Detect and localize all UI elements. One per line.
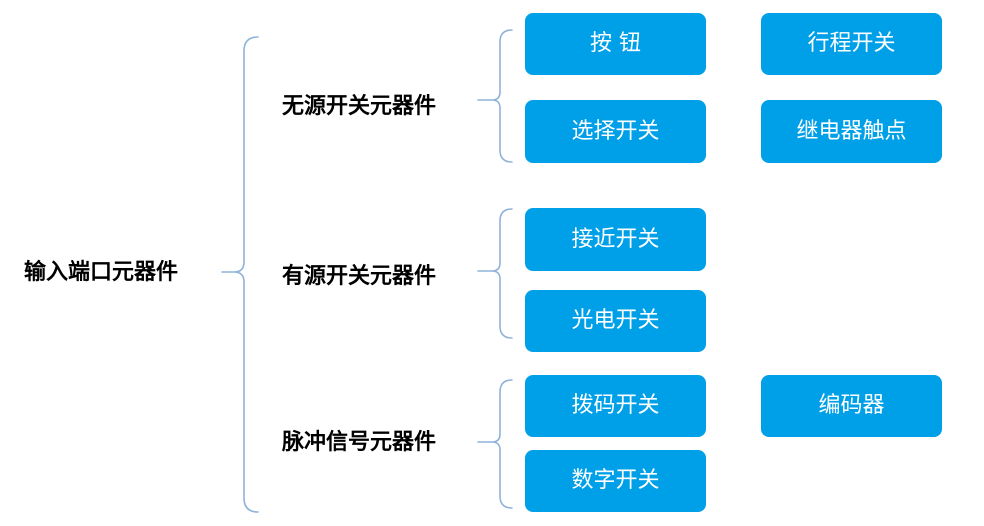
item-photoelectric-switch: 光电开关 xyxy=(525,290,706,352)
root-bracket xyxy=(221,36,259,513)
item-dip-switch: 拨码开关 xyxy=(525,375,706,437)
category-label-passive: 无源开关元器件 xyxy=(282,94,437,119)
item-relay-contact: 继电器触点 xyxy=(761,100,942,163)
cat2-bracket xyxy=(477,208,513,339)
cat3-bracket xyxy=(477,379,513,509)
cat1-bracket xyxy=(477,29,513,163)
category-label-pulse: 脉冲信号元器件 xyxy=(282,430,437,455)
item-selector-switch: 选择开关 xyxy=(525,100,706,163)
item-proximity-switch: 接近开关 xyxy=(525,208,706,271)
item-digital-switch: 数字开关 xyxy=(525,450,706,512)
item-limit-switch: 行程开关 xyxy=(761,13,942,75)
item-encoder: 编码器 xyxy=(761,375,942,437)
root-label: 输入端口元器件 xyxy=(24,260,179,285)
category-label-active: 有源开关元器件 xyxy=(282,264,437,289)
item-button: 按 钮 xyxy=(525,13,706,75)
